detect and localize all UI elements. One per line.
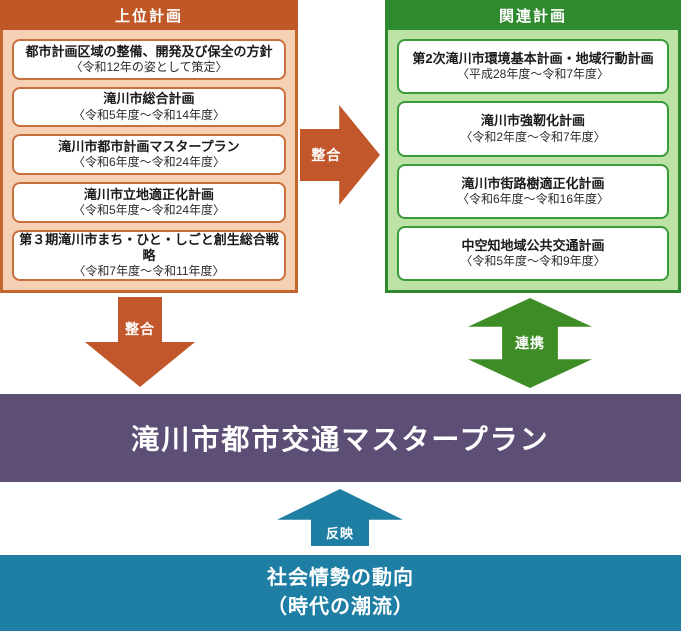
plan-box-street-tree-plan: 滝川市街路樹適正化計画 〈令和6年度〜令和16年度〉 bbox=[397, 163, 669, 219]
upper-plans-panel: 上位計画 都市計画区域の整備、開発及び保全の方針 〈令和12年の姿として策定〉 … bbox=[0, 0, 298, 293]
master-plan-bar: 滝川市都市交通マスタープラン bbox=[0, 394, 681, 482]
upper-plans-body: 都市計画区域の整備、開発及び保全の方針 〈令和12年の姿として策定〉 滝川市総合… bbox=[0, 30, 298, 293]
plan-title: 中空知地域公共交通計画 bbox=[461, 237, 605, 253]
plan-period: 〈令和12年の姿として策定〉 bbox=[70, 59, 228, 74]
plan-title: 第３期滝川市まち・ひと・しごと創生総合戦略 bbox=[19, 231, 279, 263]
social-trends-line1: 社会情勢の動向 bbox=[267, 567, 414, 589]
align-right-arrow-label: 整合 bbox=[311, 147, 342, 163]
plan-title: 滝川市強靭化計画 bbox=[480, 113, 585, 129]
plan-box-resilience-plan: 滝川市強靭化計画 〈令和2年度〜令和7年度〉 bbox=[397, 101, 669, 157]
plan-title: 滝川市総合計画 bbox=[103, 91, 195, 107]
plan-box-city-planning-policy: 都市計画区域の整備、開発及び保全の方針 〈令和12年の姿として策定〉 bbox=[12, 39, 286, 80]
social-trends-line2: （時代の潮流） bbox=[267, 596, 414, 618]
related-plans-panel: 関連計画 第2次滝川市環境基本計画・地域行動計画 〈平成28年度〜令和7年度〉 … bbox=[385, 0, 681, 293]
cooperate-arrow-label: 連携 bbox=[515, 335, 545, 351]
plan-box-location-optimization: 滝川市立地適正化計画 〈令和5年度〜令和24年度〉 bbox=[12, 181, 286, 223]
reflect-up-arrow-icon: 反映 bbox=[277, 489, 403, 546]
plan-title: 第2次滝川市環境基本計画・地域行動計画 bbox=[412, 51, 654, 66]
plan-period: 〈令和6年度〜令和16年度〉 bbox=[456, 191, 610, 206]
plan-period: 〈令和5年度〜令和14年度〉 bbox=[72, 107, 226, 122]
related-plans-header: 関連計画 bbox=[385, 0, 681, 30]
align-down-arrow-label: 整合 bbox=[125, 321, 155, 337]
plan-title: 滝川市立地適正化計画 bbox=[83, 186, 214, 202]
social-trends-bar: 社会情勢の動向 （時代の潮流） bbox=[0, 555, 681, 631]
master-plan-title: 滝川市都市交通マスタープラン bbox=[131, 424, 550, 455]
plan-period: 〈令和5年度〜令和24年度〉 bbox=[72, 202, 226, 217]
plan-period: 〈令和2年度〜令和7年度〉 bbox=[460, 129, 606, 144]
plan-box-city-master-plan: 滝川市都市計画マスタープラン 〈令和6年度〜令和24年度〉 bbox=[12, 134, 286, 175]
plan-box-machi-hito-shigoto: 第３期滝川市まち・ひと・しごと創生総合戦略 〈令和7年度〜令和11年度〉 bbox=[12, 229, 286, 281]
cooperate-double-arrow-icon: 連携 bbox=[468, 298, 592, 388]
upper-plans-header: 上位計画 bbox=[0, 0, 298, 30]
plan-period: 〈令和5年度〜令和9年度〉 bbox=[460, 254, 606, 268]
align-down-arrow-icon: 整合 bbox=[85, 297, 195, 387]
reflect-arrow-label: 反映 bbox=[325, 526, 354, 541]
plan-period: 〈平成28年度〜令和7年度〉 bbox=[456, 67, 610, 82]
plan-box-public-transport-plan: 中空知地域公共交通計画 〈令和5年度〜令和9年度〉 bbox=[397, 225, 669, 281]
plan-box-comprehensive-plan: 滝川市総合計画 〈令和5年度〜令和14年度〉 bbox=[12, 86, 286, 128]
plan-title: 都市計画区域の整備、開発及び保全の方針 bbox=[25, 43, 273, 59]
plan-period: 〈令和6年度〜令和24年度〉 bbox=[72, 155, 226, 170]
plan-period: 〈令和7年度〜令和11年度〉 bbox=[73, 264, 225, 278]
related-plans-body: 第2次滝川市環境基本計画・地域行動計画 〈平成28年度〜令和7年度〉 滝川市強靭… bbox=[385, 30, 681, 293]
align-right-arrow-icon: 整合 bbox=[300, 105, 380, 205]
plan-box-environment-basic-plan: 第2次滝川市環境基本計画・地域行動計画 〈平成28年度〜令和7年度〉 bbox=[397, 39, 669, 95]
plan-title: 滝川市都市計画マスタープラン bbox=[58, 138, 240, 154]
plan-title: 滝川市街路樹適正化計画 bbox=[461, 175, 605, 191]
